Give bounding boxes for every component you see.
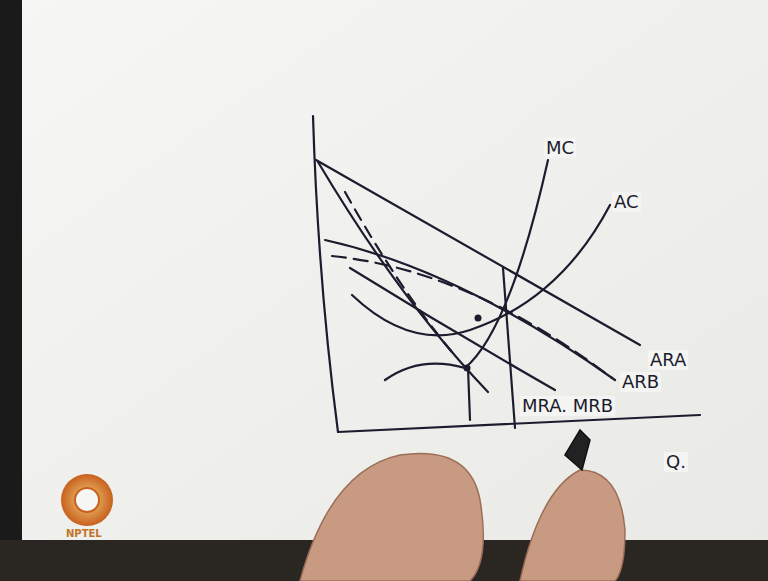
dashed-curve [345,192,452,352]
curves [313,116,700,432]
hand-part [300,453,483,581]
hand [300,430,625,581]
axis-label: Q. [664,452,688,472]
dashed-curve [332,256,612,378]
price-axis [313,116,338,432]
pen [565,430,590,470]
ar-a-curve [316,160,640,345]
equilibrium-dot [464,365,471,372]
curve-label: AC [612,192,641,212]
curve-label: ARB [620,372,661,392]
hand-part [520,470,625,581]
ac-curve [352,205,610,335]
curve-label: MRA. MRB [520,396,615,416]
logo-text: NPTEL [64,528,104,539]
curve-label: MC [544,138,576,158]
curve-label: ARA [648,350,688,370]
output-line [503,268,515,428]
output-line [468,368,470,420]
mr-a-curve [318,162,488,392]
logo-mark [75,488,99,512]
quantity-axis [338,415,700,432]
equilibrium-dot [475,315,482,322]
mc-curve [385,160,548,380]
logo-mark [61,474,113,526]
